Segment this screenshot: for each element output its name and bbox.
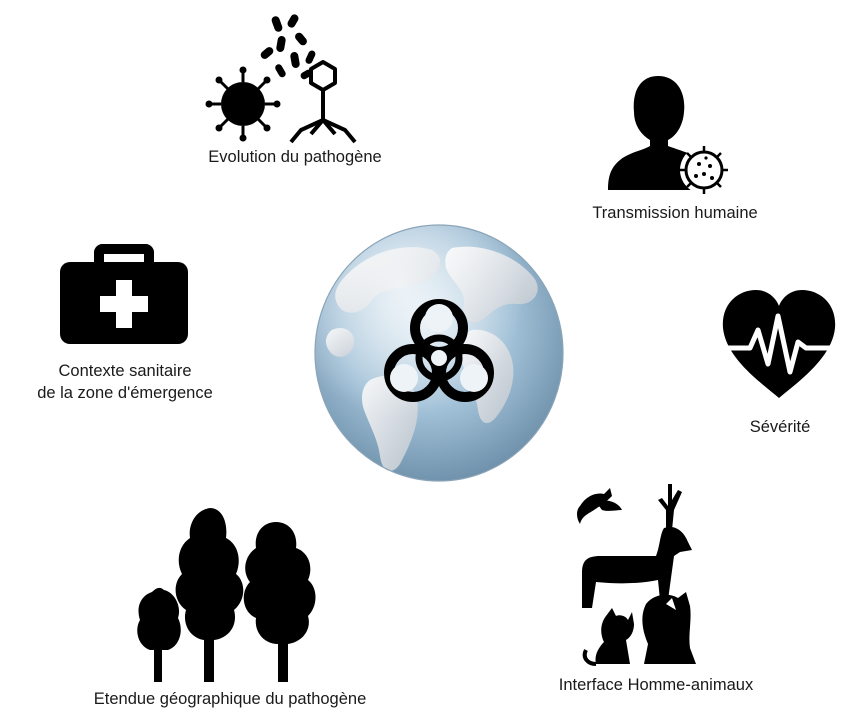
pathogen-evolution-icon xyxy=(205,12,365,144)
extent-label: Etendue géographique du pathogène xyxy=(93,690,367,708)
transmission-label: Transmission humaine xyxy=(592,204,758,222)
medical-kit-icon xyxy=(58,240,190,346)
heart-pulse-icon xyxy=(720,286,838,404)
trees-icon xyxy=(130,500,320,682)
evolution-label: Evolution du pathogène xyxy=(208,148,382,166)
globe-biohazard-icon xyxy=(312,220,567,490)
severity-label: Sévérité xyxy=(749,418,811,436)
context-label: Contexte sanitaire de la zone d'émergenc… xyxy=(0,360,250,405)
context-label-line1: Contexte sanitaire xyxy=(58,362,192,380)
person-virus-icon xyxy=(606,72,736,196)
animals-icon xyxy=(560,480,710,670)
context-label-line2: de la zone d'émergence xyxy=(37,384,213,403)
interface-label: Interface Homme-animaux xyxy=(558,676,754,694)
